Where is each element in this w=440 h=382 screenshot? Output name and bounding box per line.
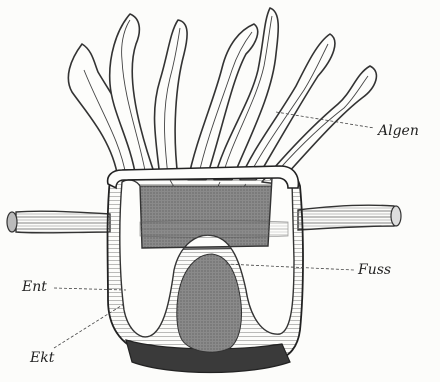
label-fuss: Fuss [358, 262, 391, 278]
tentacle [155, 20, 188, 178]
tentacles [68, 8, 376, 184]
rod-end [391, 206, 401, 226]
label-ekt: Ekt [30, 350, 54, 366]
label-algen: Algen [378, 123, 419, 139]
label-ent: Ent [22, 279, 47, 295]
rod-end [7, 212, 17, 232]
rod-front [140, 221, 288, 238]
rod [16, 211, 110, 233]
rod [298, 205, 394, 230]
